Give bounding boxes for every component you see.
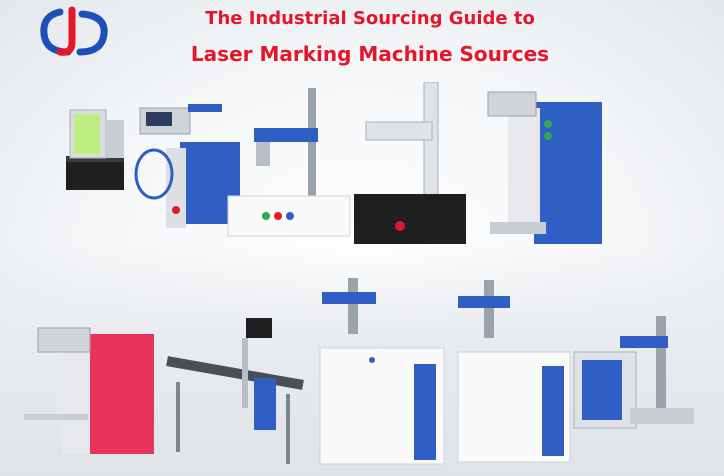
desktop-cabinet-laser-marker-2 [456,276,574,468]
portable-fiber-laser-marker-black [352,82,470,248]
split-fiber-laser-marker-blue [470,84,610,248]
handheld-fiber-laser-marker [128,92,246,232]
page-title-line2: Laser Marking Machine Sources [190,42,550,66]
jd-logo-icon [38,6,110,58]
flying-laser-marker-conveyor [160,298,310,468]
enclosed-fiber-laser-marker [56,100,134,200]
desktop-cabinet-laser-marker-1 [318,270,448,470]
split-fiber-laser-marker-red [20,318,158,458]
page-title-line1: The Industrial Sourcing Guide to [205,8,535,29]
portable-fiber-laser-marker-white [226,88,352,238]
mini-fiber-laser-marker [570,316,698,434]
